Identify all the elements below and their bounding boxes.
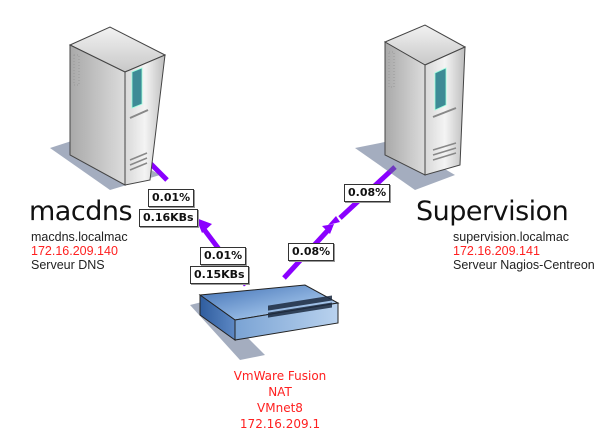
switch-mode: NAT [268,385,292,399]
server-tower-icon [355,24,467,190]
node-description: Serveur Nagios-Centreon [453,258,595,272]
node-title-supervision[interactable]: Supervision [416,196,569,227]
node-description: Serveur DNS [31,258,105,272]
node-hostname: macdns.localmac [31,230,128,244]
link-label-supervision-pct-upper[interactable]: 0.08% [344,184,391,202]
link-label-macdns-pct-upper[interactable]: 0.01% [148,189,195,207]
server-tower-icon [50,26,167,190]
node-hostname: supervision.localmac [453,230,570,244]
node-info-macdns: macdns.localmac 172.16.209.140 Serveur D… [31,230,128,272]
arrow-head-icon [328,216,340,225]
node-info-switch[interactable]: VmWare Fusion NAT VMnet8 172.16.209.1 [220,368,340,432]
link-label-macdns-rate-lower[interactable]: 0.15KBs [190,266,249,284]
node-title-macdns[interactable]: macdns [29,196,133,227]
arrow-head-icon [322,224,334,234]
switch-name: VmWare Fusion [233,369,327,383]
node-ip: 172.16.209.140 [31,244,118,258]
link-label-macdns-pct-lower[interactable]: 0.01% [200,247,247,265]
node-info-supervision: supervision.localmac 172.16.209.141 Serv… [453,230,595,272]
switch-interface: VMnet8 [257,401,303,415]
arrow-head-icon [196,218,212,233]
link-label-supervision-pct-lower[interactable]: 0.08% [288,243,335,261]
switch-ip: 172.16.209.1 [239,417,321,431]
network-switch-icon [190,284,340,360]
link-label-macdns-rate-upper[interactable]: 0.16KBs [139,209,198,227]
node-ip: 172.16.209.141 [453,244,540,258]
